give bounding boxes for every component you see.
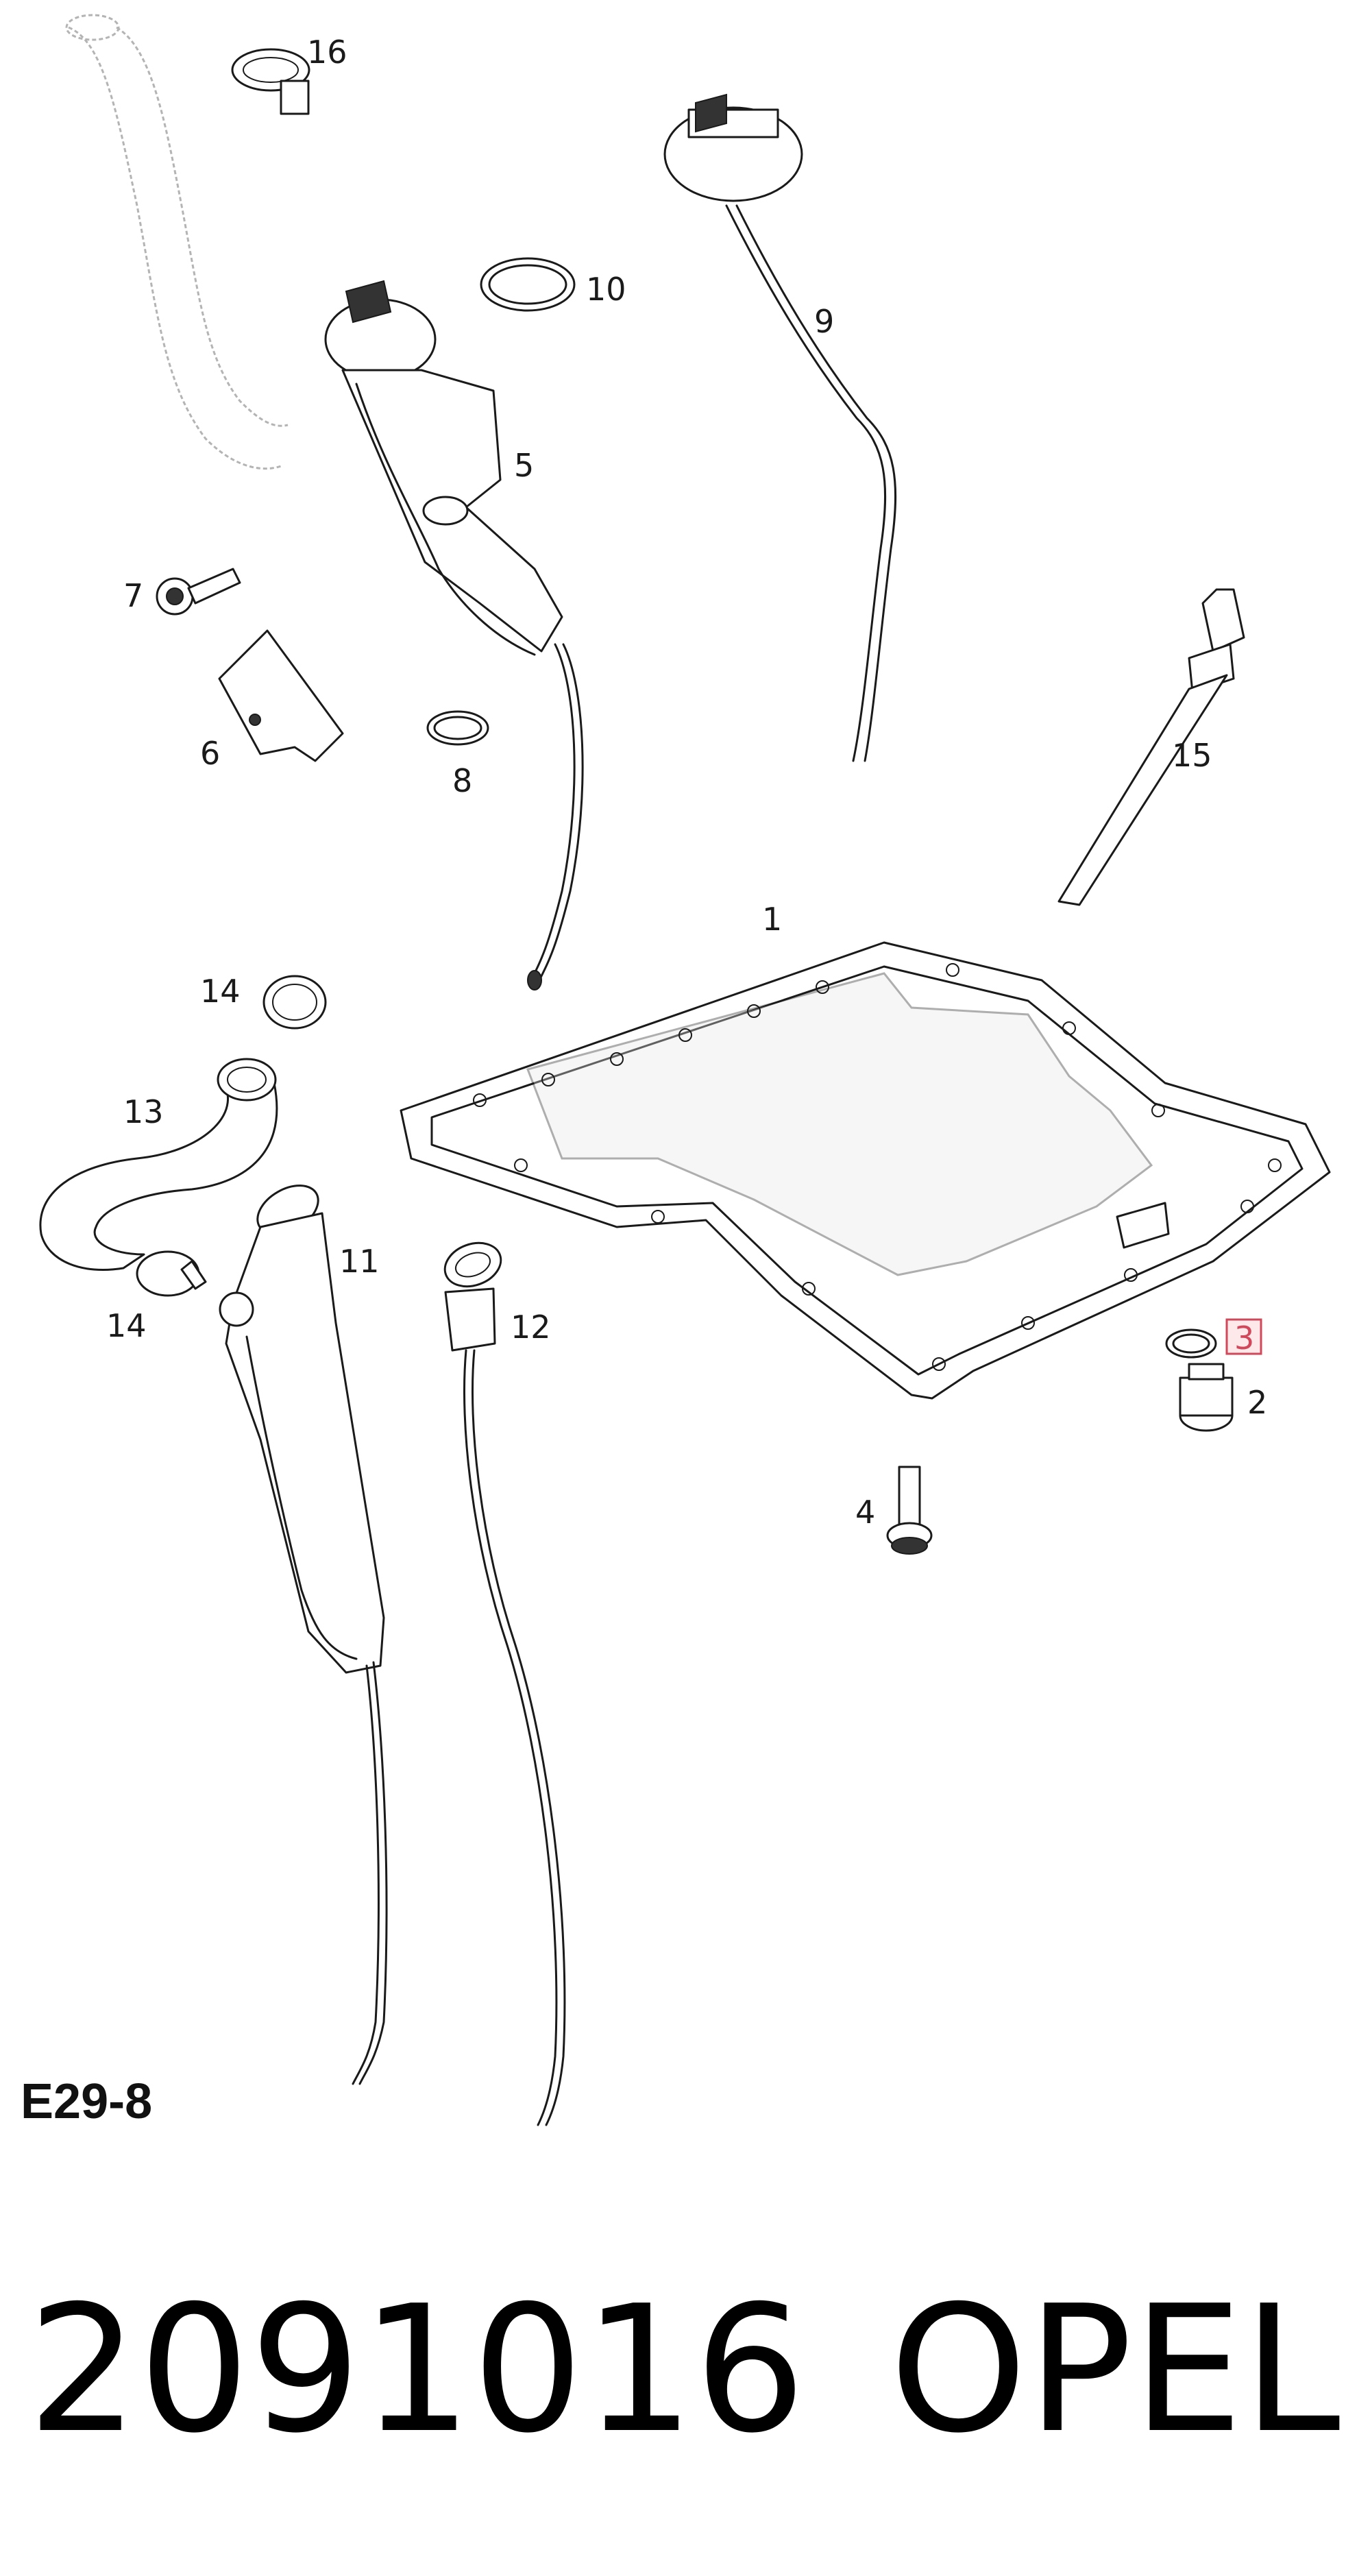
callout-2: 2 [1247,1384,1267,1421]
filler-tube-5[interactable] [324,280,584,991]
o-ring-8[interactable] [426,710,489,746]
callout-14-upper: 14 [200,973,241,1010]
callout-3-highlight-box [1225,1318,1262,1355]
callout-14-lower: 14 [106,1307,147,1344]
bracket-6[interactable] [218,629,344,762]
hose-clamp-14-lower[interactable] [136,1250,207,1297]
callout-labels: 16 10 9 5 7 6 8 15 1 14 13 11 14 12 3 2 … [106,34,1267,1531]
hose-13[interactable] [39,1058,278,1272]
o-ring-10[interactable] [480,257,576,312]
callout-6: 6 [200,735,220,772]
filler-pipe-11[interactable] [219,1176,388,2085]
bolt-7[interactable] [156,568,241,616]
hose-clamp-16[interactable] [231,48,310,115]
bolt-4[interactable] [886,1466,933,1555]
oil-pan-gasket-1[interactable] [400,941,1331,1400]
callout-5: 5 [514,447,534,484]
callout-12: 12 [511,1309,551,1346]
callout-1: 1 [762,901,782,938]
gasket-bolt-holes [473,963,1282,1371]
drain-plug-2[interactable] [1179,1363,1234,1432]
callout-4: 4 [855,1494,875,1531]
callout-7: 7 [123,577,143,614]
callout-9: 9 [814,303,834,340]
part-number: 2091016 [27,2268,806,2472]
callout-10: 10 [586,271,626,308]
callout-3[interactable]: 3 [1234,1320,1254,1357]
hose-clamp-14-upper[interactable] [262,975,327,1030]
callout-16: 16 [307,34,347,71]
o-ring-3[interactable] [1165,1328,1217,1359]
brand-name: OPEL [890,2268,1341,2472]
dipstick-9[interactable] [663,93,897,762]
ghost-hose [65,14,289,470]
sensor-15[interactable] [1057,588,1245,906]
callout-13: 13 [123,1093,164,1130]
callout-11: 11 [339,1243,380,1280]
callout-15: 15 [1172,737,1212,774]
callout-8: 8 [452,762,472,799]
dipstick-12[interactable] [439,1235,566,2126]
diagram-code: E29-8 [21,2074,152,2129]
